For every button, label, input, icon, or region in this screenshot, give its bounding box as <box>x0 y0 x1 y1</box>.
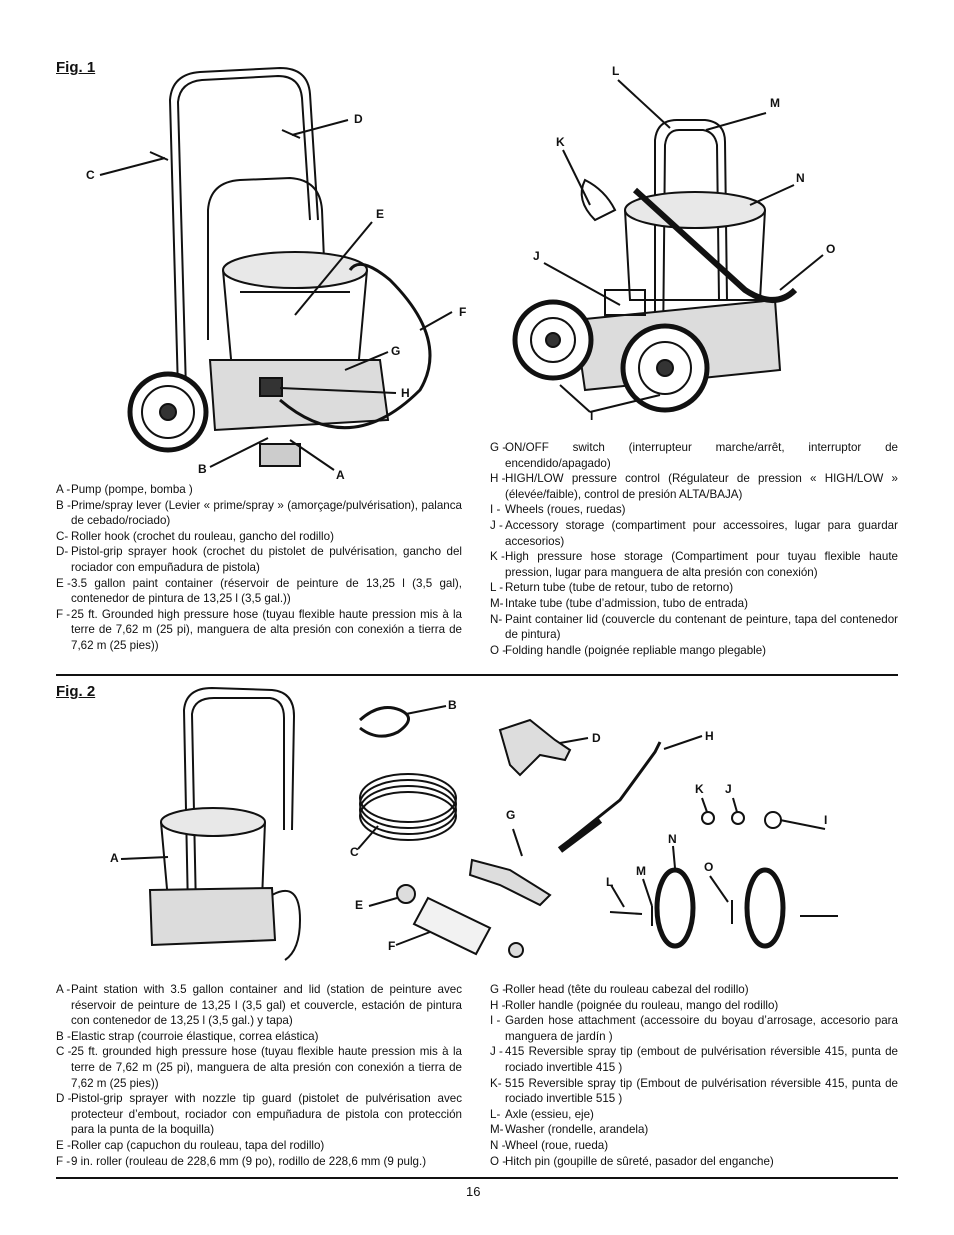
fig2-legend-item-o: O -Hitch pin (goupille de sûreté, pasado… <box>490 1154 774 1168</box>
fig1-callout-k: K <box>556 135 565 149</box>
fig1-callout-n: N <box>796 171 805 185</box>
fig2-callout-k: K <box>695 782 704 796</box>
fig2-legend-item-f: F -9 in. roller (rouleau de 228,6 mm (9 … <box>56 1154 427 1168</box>
fig1-paint-station-illustration <box>127 66 432 467</box>
fig2-callout-a: A <box>110 851 119 865</box>
fig1-callout-o: O <box>826 242 836 256</box>
fig1-callout-d: D <box>354 112 363 126</box>
fig1-rear-view-illustration <box>512 119 798 413</box>
fig2-callout-n: N <box>668 832 677 846</box>
fig1-callout-e: E <box>376 207 385 221</box>
fig2-parts-illustration <box>148 686 838 961</box>
fig2-legend-item-n: N -Wheel (roue, rueda) <box>490 1138 609 1152</box>
fig1-legend-item-d: D-Pistol-grip sprayer hook (crochet du p… <box>56 545 462 574</box>
fig1-right-leaders <box>543 79 824 413</box>
fig1-legend-item-c: C-Roller hook (crochet du rouleau, ganch… <box>56 529 334 543</box>
fig1-legend-item-k: K -High pressure hose storage (Compartim… <box>490 550 898 579</box>
fig2-callout-f: F <box>388 939 396 953</box>
fig1-callout-c: C <box>86 168 95 182</box>
fig1-legend-item-h: H -HIGH/LOW pressure control (Régulateur… <box>490 472 898 501</box>
fig1-legend-right: G -ON/OFF switch (interrupteur marche/ar… <box>490 440 898 658</box>
section-divider <box>56 674 898 676</box>
fig2-callout-i: I <box>824 813 828 827</box>
fig2-callout-l: L <box>606 875 614 889</box>
fig2-title: Fig. 2 <box>56 683 96 700</box>
fig2-callout-b: B <box>448 698 457 712</box>
fig1-legend-item-l: L -Return tube (tube de retour, tubo de … <box>490 581 734 595</box>
fig1-title: Fig. 1 <box>56 59 96 76</box>
fig1-legend-item-n: N-Paint container lid (couvercle du cont… <box>490 612 898 642</box>
fig1-callout-l: L <box>612 64 620 78</box>
fig2-callout-d: D <box>592 731 601 745</box>
fig2-legend-item-m: M-Washer (rondelle, arandela) <box>490 1123 649 1137</box>
fig2-callout-c: C <box>350 845 359 859</box>
fig1-callout-h: H <box>401 386 410 400</box>
fig2-callout-o: O <box>704 860 714 874</box>
fig2-callout-j: J <box>725 782 732 796</box>
fig1-callout-m: M <box>770 96 780 110</box>
fig2-legend-item-b: B -Elastic strap (courroie élastique, co… <box>56 1029 319 1043</box>
fig1-callout-f: F <box>459 305 467 319</box>
fig2-callout-e: E <box>355 898 364 912</box>
fig1-legend-item-a: A -Pump (pompe, bomba ) <box>56 483 193 496</box>
fig1-legend-item-o: O -Folding handle (poignée repliable man… <box>490 643 767 657</box>
fig2-callout-m: M <box>636 864 646 878</box>
fig1-legend-item-f: F -25 ft. Grounded high pressure hose (t… <box>56 607 462 652</box>
page-number: 16 <box>466 1184 481 1199</box>
fig1-legend-item-m: M-Intake tube (tube d’admission, tubo de… <box>490 596 748 610</box>
fig1-callout-i: I <box>590 409 594 423</box>
fig2-legend-item-c: C -25 ft. grounded high pressure hose (t… <box>56 1045 462 1090</box>
fig1-callout-b: B <box>198 462 207 476</box>
fig2-legend-item-a: A -Paint station with 3.5 gallon contain… <box>56 983 462 1028</box>
fig2-legend-right: G -Roller head (tête du rouleau cabezal … <box>490 982 898 1169</box>
fig2-legend-item-g: G -Roller head (tête du rouleau cabezal … <box>490 983 749 996</box>
fig1-legend-item-e: E -3.5 gallon paint container (réservoir… <box>56 576 462 606</box>
fig1-callout-a: A <box>336 468 345 482</box>
fig1-callout-g: G <box>391 344 401 358</box>
fig2-callout-h: H <box>705 729 714 743</box>
fig2-callout-g: G <box>506 808 516 822</box>
fig2-legend-item-j: J -415 Reversible spray tip (embout de p… <box>490 1045 898 1074</box>
fig2-legend-left: A -Paint station with 3.5 gallon contain… <box>56 982 462 1169</box>
fig2-legend-item-h: H -Roller handle (poignée du rouleau, ma… <box>490 998 779 1012</box>
fig2-leaders <box>120 705 826 946</box>
footer-divider <box>56 1177 898 1179</box>
fig2-legend-item-d: D -Pistol-grip sprayer with nozzle tip g… <box>56 1092 462 1137</box>
fig2-legend-item-k: K-515 Reversible spray tip (Embout de pu… <box>490 1076 898 1106</box>
fig1-left-leaders <box>99 119 453 471</box>
fig1-legend-left: A -Pump (pompe, bomba ) B -Prime/spray l… <box>56 482 462 654</box>
fig1-legend-item-i: I -Wheels (roues, ruedas) <box>490 503 626 517</box>
fig1-callout-j: J <box>533 249 540 263</box>
fig2-legend-item-l: L-Axle (essieu, eje) <box>490 1107 594 1121</box>
fig2-legend-item-i: I -Garden hose attachment (accessoire du… <box>490 1014 898 1043</box>
fig1-legend-item-b: B -Prime/spray lever (Levier « prime/spr… <box>56 498 462 528</box>
fig1-legend-item-g: G -ON/OFF switch (interrupteur marche/ar… <box>490 441 898 470</box>
fig2-legend-item-e: E -Roller cap (capuchon du rouleau, tapa… <box>56 1138 325 1152</box>
fig1-legend-item-j: J -Accessory storage (compartiment pour … <box>490 518 898 548</box>
